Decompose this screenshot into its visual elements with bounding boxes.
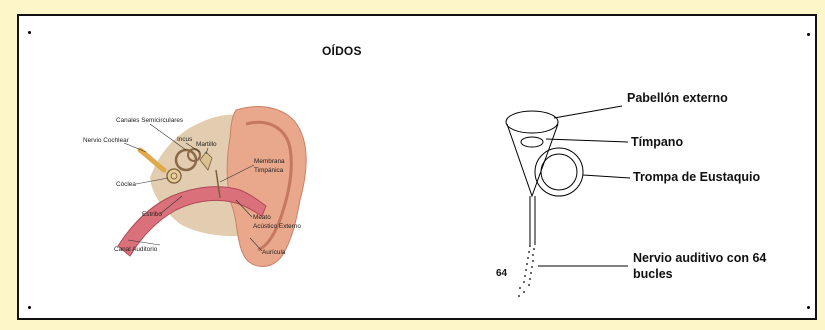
tympanum-ellipse [521,137,543,147]
label-nervio-line2: bucles [633,267,673,281]
leader-trompa [583,175,630,178]
label-trompa: Trompa de Eustaquio [633,170,760,184]
eustachian-inner-circle [541,154,577,190]
eustachian-outer-circle [535,148,583,196]
leader-timpano [546,139,628,142]
pavilion-ellipse [506,111,558,133]
cone-shape [507,124,558,196]
label-pabellon: Pabellón externo [627,91,728,105]
label-nervio-line1: Nervio auditivo con 64 [633,251,766,265]
label-loops-count: 64 [496,268,508,279]
nerve-loops [518,245,535,297]
label-timpano: Tímpano [631,135,683,149]
leader-pabellon [554,106,622,118]
